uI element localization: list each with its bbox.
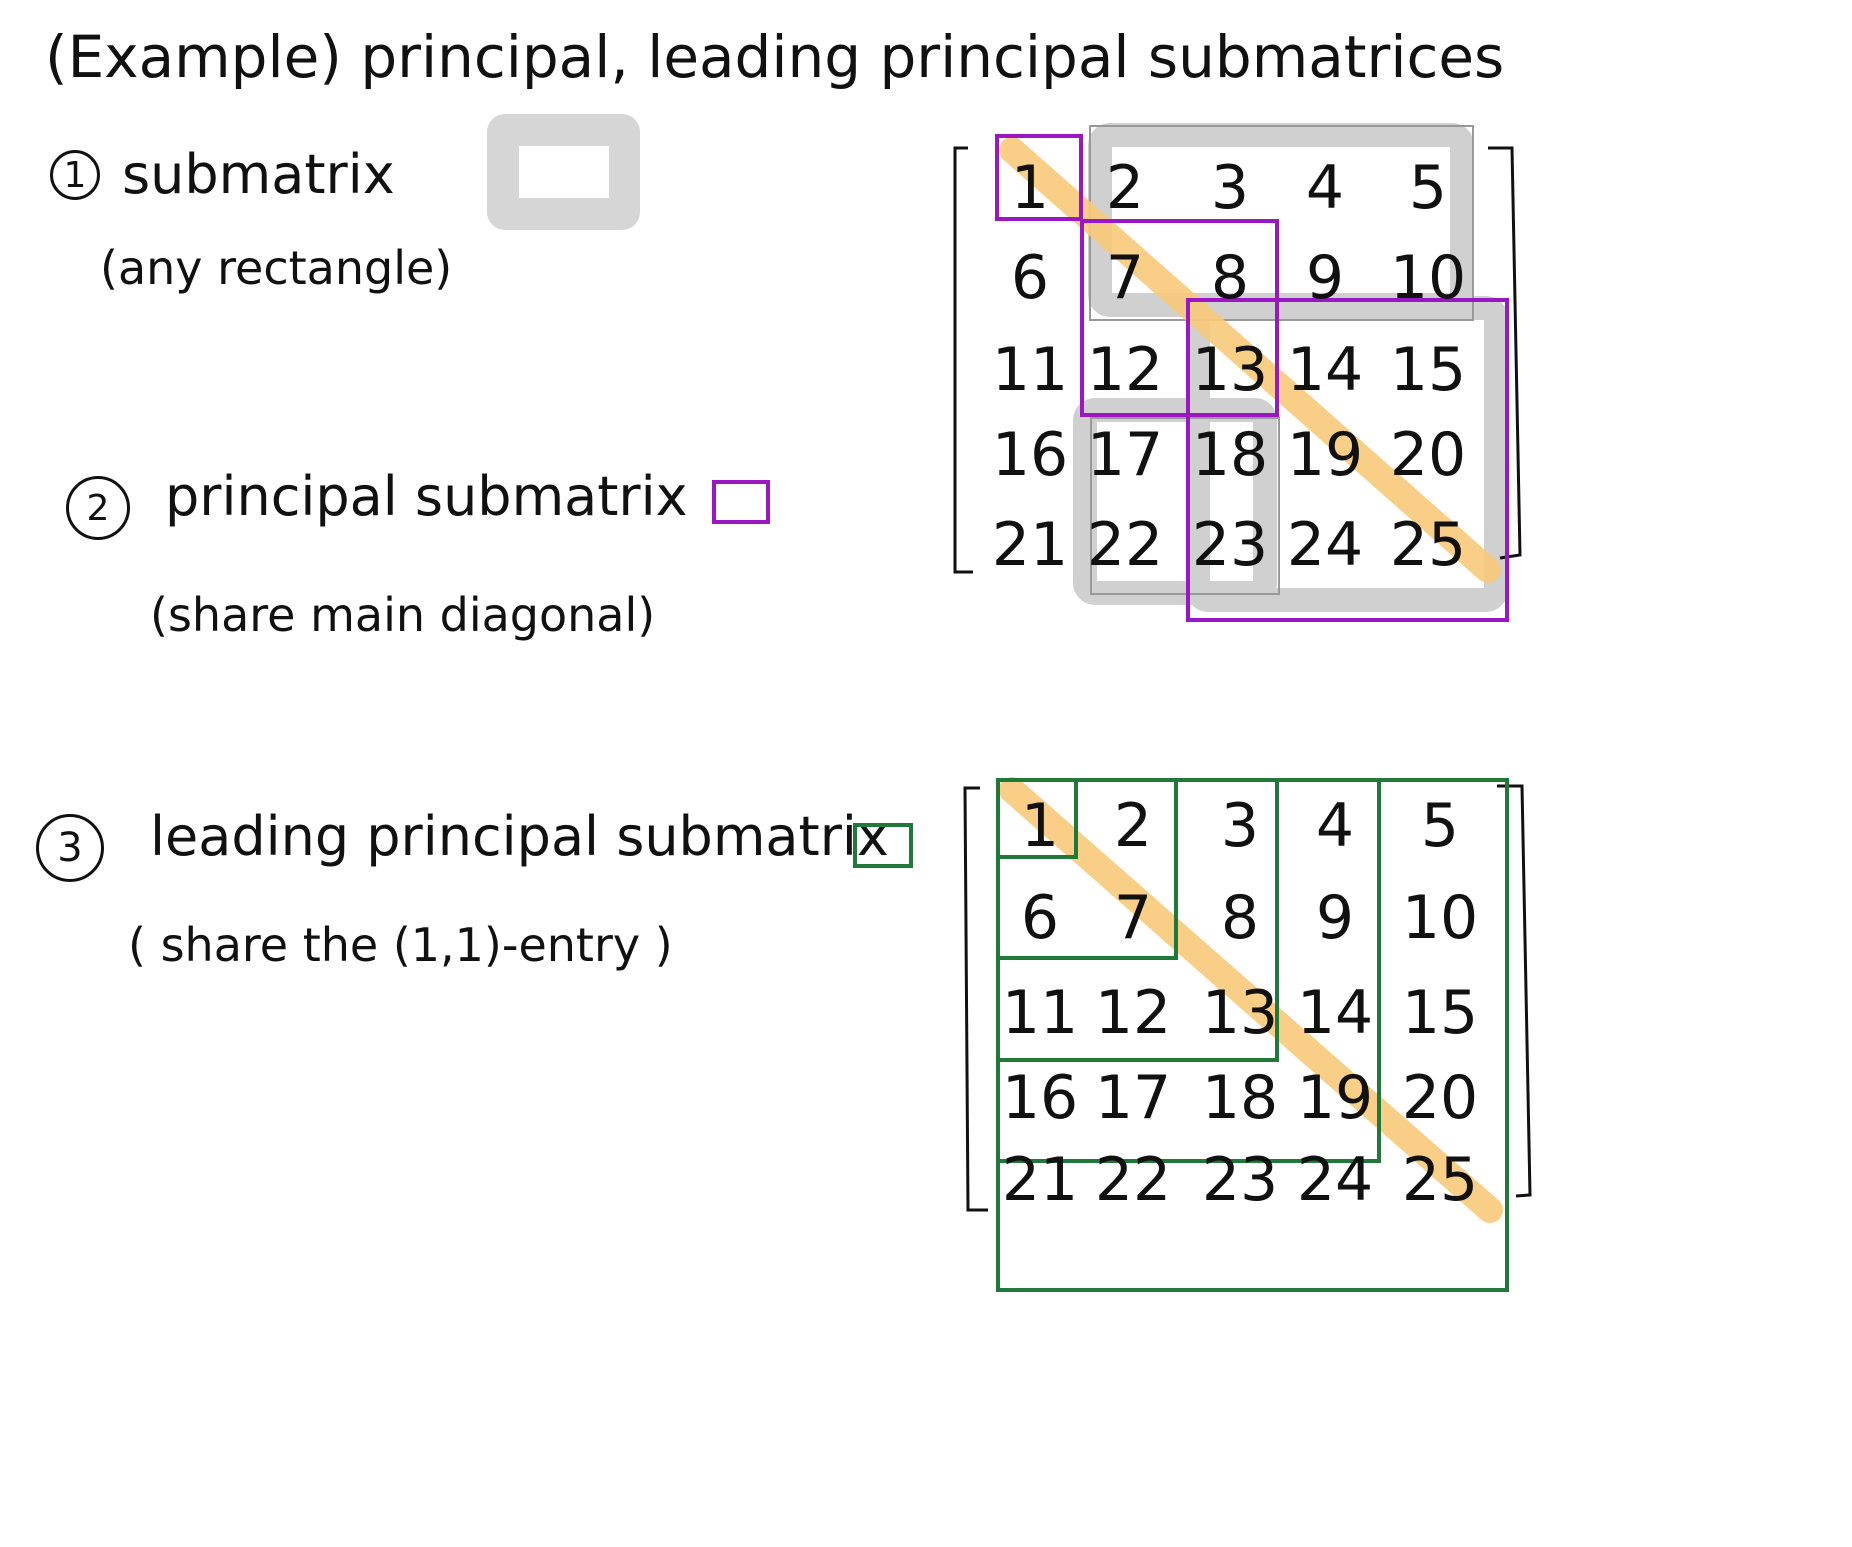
bottom-entry-r3c1: 11 xyxy=(1002,978,1078,1048)
top-entry-r2c2: 7 xyxy=(1106,243,1144,313)
principal-legend-swatch xyxy=(712,480,770,524)
left-bracket-bottom xyxy=(963,786,988,1212)
top-entry-r1c5: 5 xyxy=(1409,153,1447,223)
top-entry-r2c3: 8 xyxy=(1211,243,1249,313)
bottom-entry-r3c4: 14 xyxy=(1297,978,1373,1048)
top-entry-r4c2: 17 xyxy=(1087,420,1163,490)
section-2-note: (share main diagonal) xyxy=(150,588,656,642)
leading-legend-swatch xyxy=(853,823,913,868)
right-bracket xyxy=(1488,146,1522,560)
top-entry-r1c4: 4 xyxy=(1306,153,1344,223)
top-entry-r4c1: 16 xyxy=(992,420,1068,490)
top-entry-r4c4: 19 xyxy=(1287,420,1363,490)
submatrix-legend-swatch-inner xyxy=(519,146,609,198)
section-3-note: ( share the (1,1)-entry ) xyxy=(128,918,673,972)
principal-box-1 xyxy=(995,134,1083,221)
top-entry-r2c5: 10 xyxy=(1390,243,1466,313)
top-entry-r3c3: 13 xyxy=(1192,335,1268,405)
bottom-entry-r2c3: 8 xyxy=(1221,883,1259,953)
bottom-entry-r5c3: 23 xyxy=(1202,1145,1278,1215)
top-entry-r1c1: 1 xyxy=(1011,153,1049,223)
top-entry-r1c2: 2 xyxy=(1106,153,1144,223)
top-entry-r2c4: 9 xyxy=(1306,243,1344,313)
bottom-entry-r1c2: 2 xyxy=(1114,791,1152,861)
bottom-entry-r1c1: 1 xyxy=(1021,791,1059,861)
leading-box-5 xyxy=(996,778,1509,1292)
marker-1-label: 1 xyxy=(63,154,87,196)
main-diagonal-highlight-bottom xyxy=(999,777,1503,1223)
submatrix-rect-c xyxy=(1186,296,1508,612)
top-entry-r5c2: 22 xyxy=(1087,510,1163,580)
top-entry-r3c2: 12 xyxy=(1087,335,1163,405)
bottom-entry-r1c3: 3 xyxy=(1221,791,1259,861)
bottom-entry-r5c1: 21 xyxy=(1002,1145,1078,1215)
bottom-entry-r5c2: 22 xyxy=(1095,1145,1171,1215)
top-entry-r5c5: 25 xyxy=(1390,510,1466,580)
top-entry-r5c1: 21 xyxy=(992,510,1068,580)
right-bracket-bottom xyxy=(1497,784,1532,1198)
section-1-heading: submatrix xyxy=(122,143,395,206)
bottom-entry-r2c2: 7 xyxy=(1114,883,1152,953)
marker-2: 2 xyxy=(66,476,130,540)
principal-box-3 xyxy=(1186,298,1509,622)
top-entry-r5c3: 23 xyxy=(1192,510,1268,580)
bottom-entry-r4c1: 16 xyxy=(1002,1063,1078,1133)
bottom-entry-r1c4: 4 xyxy=(1316,791,1354,861)
bottom-entry-r5c5: 25 xyxy=(1402,1145,1478,1215)
bottom-entry-r3c5: 15 xyxy=(1402,978,1478,1048)
top-entry-r1c3: 3 xyxy=(1211,153,1249,223)
marker-3-label: 3 xyxy=(57,825,83,871)
section-2-heading: principal submatrix xyxy=(165,465,688,528)
section-1-note: (any rectangle) xyxy=(100,241,453,295)
top-entry-r4c5: 20 xyxy=(1390,420,1466,490)
top-entry-r3c5: 15 xyxy=(1390,335,1466,405)
bottom-entry-r4c2: 17 xyxy=(1095,1063,1171,1133)
bottom-entry-r3c3: 13 xyxy=(1202,978,1278,1048)
top-entry-r3c4: 14 xyxy=(1287,335,1363,405)
marker-1: 1 xyxy=(50,150,100,200)
bottom-entry-r2c4: 9 xyxy=(1316,883,1354,953)
top-entry-r2c1: 6 xyxy=(1011,243,1049,313)
marker-2-label: 2 xyxy=(86,487,110,529)
top-entry-r3c1: 11 xyxy=(992,335,1068,405)
bottom-entry-r2c5: 10 xyxy=(1402,883,1478,953)
marker-3: 3 xyxy=(36,814,104,882)
section-3-heading: leading principal submatrix xyxy=(150,805,889,868)
page-title: (Example) principal, leading principal s… xyxy=(45,23,1505,91)
principal-box-2 xyxy=(1080,219,1279,417)
bottom-entry-r4c5: 20 xyxy=(1402,1063,1478,1133)
bottom-entry-r4c4: 19 xyxy=(1297,1063,1373,1133)
top-entry-r5c4: 24 xyxy=(1287,510,1363,580)
left-bracket xyxy=(953,146,973,574)
bottom-entry-r5c4: 24 xyxy=(1297,1145,1373,1215)
bottom-entry-r3c2: 12 xyxy=(1095,978,1171,1048)
bottom-entry-r4c3: 18 xyxy=(1202,1063,1278,1133)
bottom-entry-r2c1: 6 xyxy=(1021,883,1059,953)
bottom-entry-r1c5: 5 xyxy=(1421,791,1459,861)
top-entry-r4c3: 18 xyxy=(1192,420,1268,490)
submatrix-outline-b xyxy=(1090,417,1280,595)
